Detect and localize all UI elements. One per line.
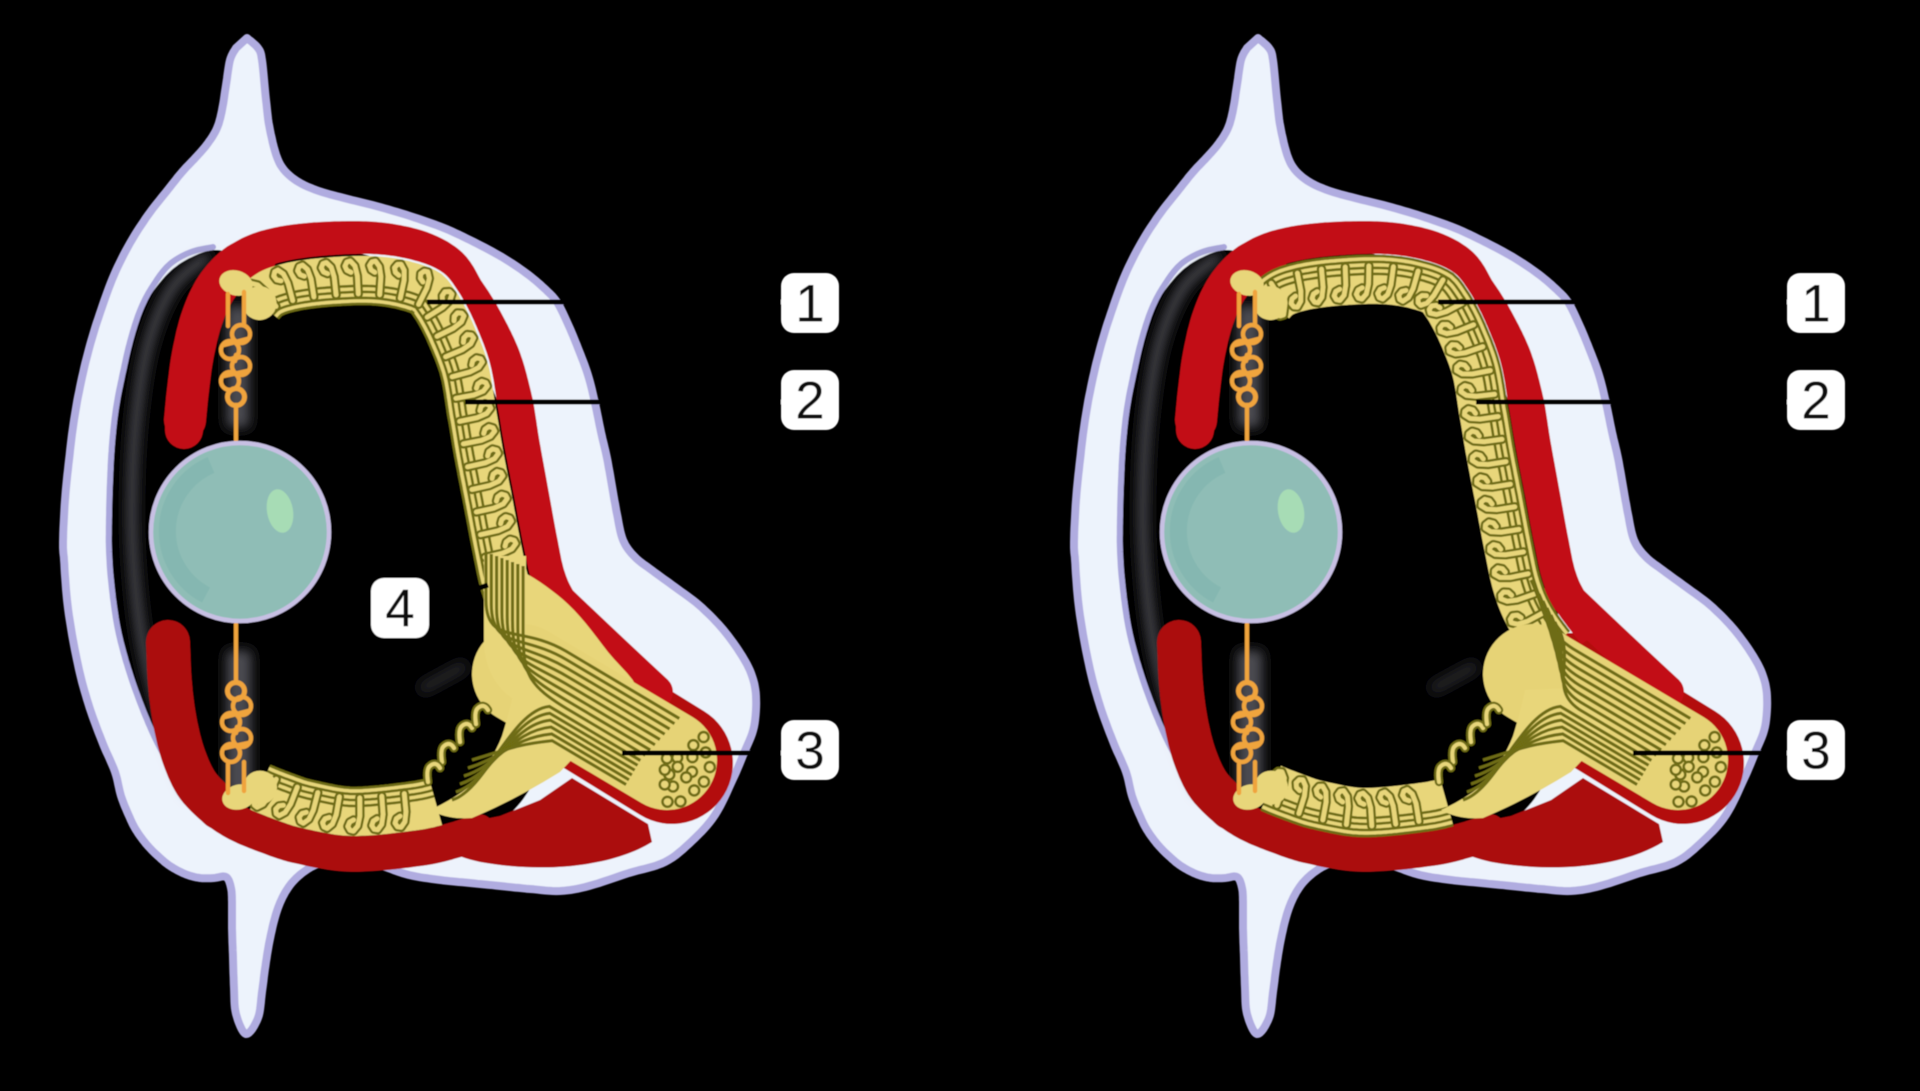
svg-text:2: 2 bbox=[795, 372, 824, 431]
svg-text:3: 3 bbox=[1801, 722, 1830, 781]
svg-text:1: 1 bbox=[795, 275, 824, 334]
svg-text:2: 2 bbox=[1801, 372, 1830, 431]
svg-text:4: 4 bbox=[385, 580, 414, 639]
svg-text:1: 1 bbox=[1801, 275, 1830, 334]
svg-text:3: 3 bbox=[795, 722, 824, 781]
